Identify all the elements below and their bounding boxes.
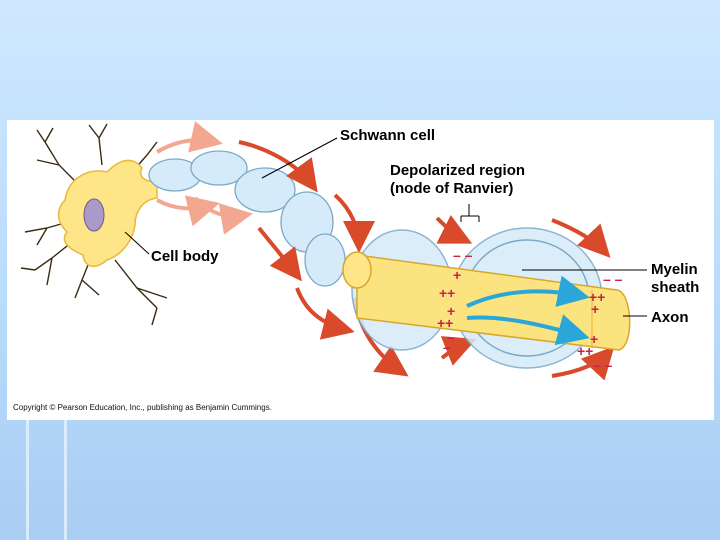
background-stripe: [26, 420, 29, 540]
depolarized-region-label: Depolarized region: [390, 162, 526, 179]
cell-body-shape: [57, 159, 158, 267]
membrane-charges: – – + ++ + ++ – – – – ++ + + ++ – –: [437, 247, 623, 373]
axon-label: Axon: [651, 309, 689, 326]
background-stripe: [64, 420, 67, 540]
myelin-label: Myelin: [651, 261, 698, 278]
svg-text:++: ++: [437, 315, 453, 331]
copyright-notice: Copyright © Pearson Education, Inc., pub…: [13, 403, 272, 412]
neuron-diagram: – – + ++ + ++ – – – – ++ + + ++ – – Schw…: [7, 120, 714, 420]
svg-text:+: +: [590, 331, 598, 347]
node-of-ranvier-label: (node of Ranvier): [390, 180, 514, 197]
svg-text:+: +: [453, 267, 461, 283]
svg-text:++: ++: [577, 343, 593, 359]
svg-text:– –: – –: [453, 247, 473, 263]
ion-flow-arrows: [466, 275, 590, 346]
neuron-illustration: – – + ++ + ++ – – – – ++ + + ++ – –: [20, 121, 647, 381]
svg-text:–: –: [443, 339, 451, 355]
svg-text:+: +: [447, 303, 455, 319]
svg-text:–: –: [447, 329, 455, 345]
local-current-arrows: [238, 140, 615, 381]
svg-text:– –: – –: [593, 357, 613, 373]
leader-lines: [124, 137, 647, 317]
nucleus: [83, 198, 105, 232]
schwann-cell-label: Schwann cell: [340, 127, 436, 144]
svg-text:+: +: [591, 301, 599, 317]
svg-text:++: ++: [589, 289, 605, 305]
svg-text:– –: – –: [603, 271, 623, 287]
schwann-cells: [148, 150, 346, 287]
sheath-label: sheath: [651, 279, 700, 296]
dendrites: [20, 123, 168, 326]
svg-text:++: ++: [439, 285, 455, 301]
local-current-arrows-faint: [155, 121, 253, 235]
cell-body-label: Cell body: [151, 248, 219, 265]
